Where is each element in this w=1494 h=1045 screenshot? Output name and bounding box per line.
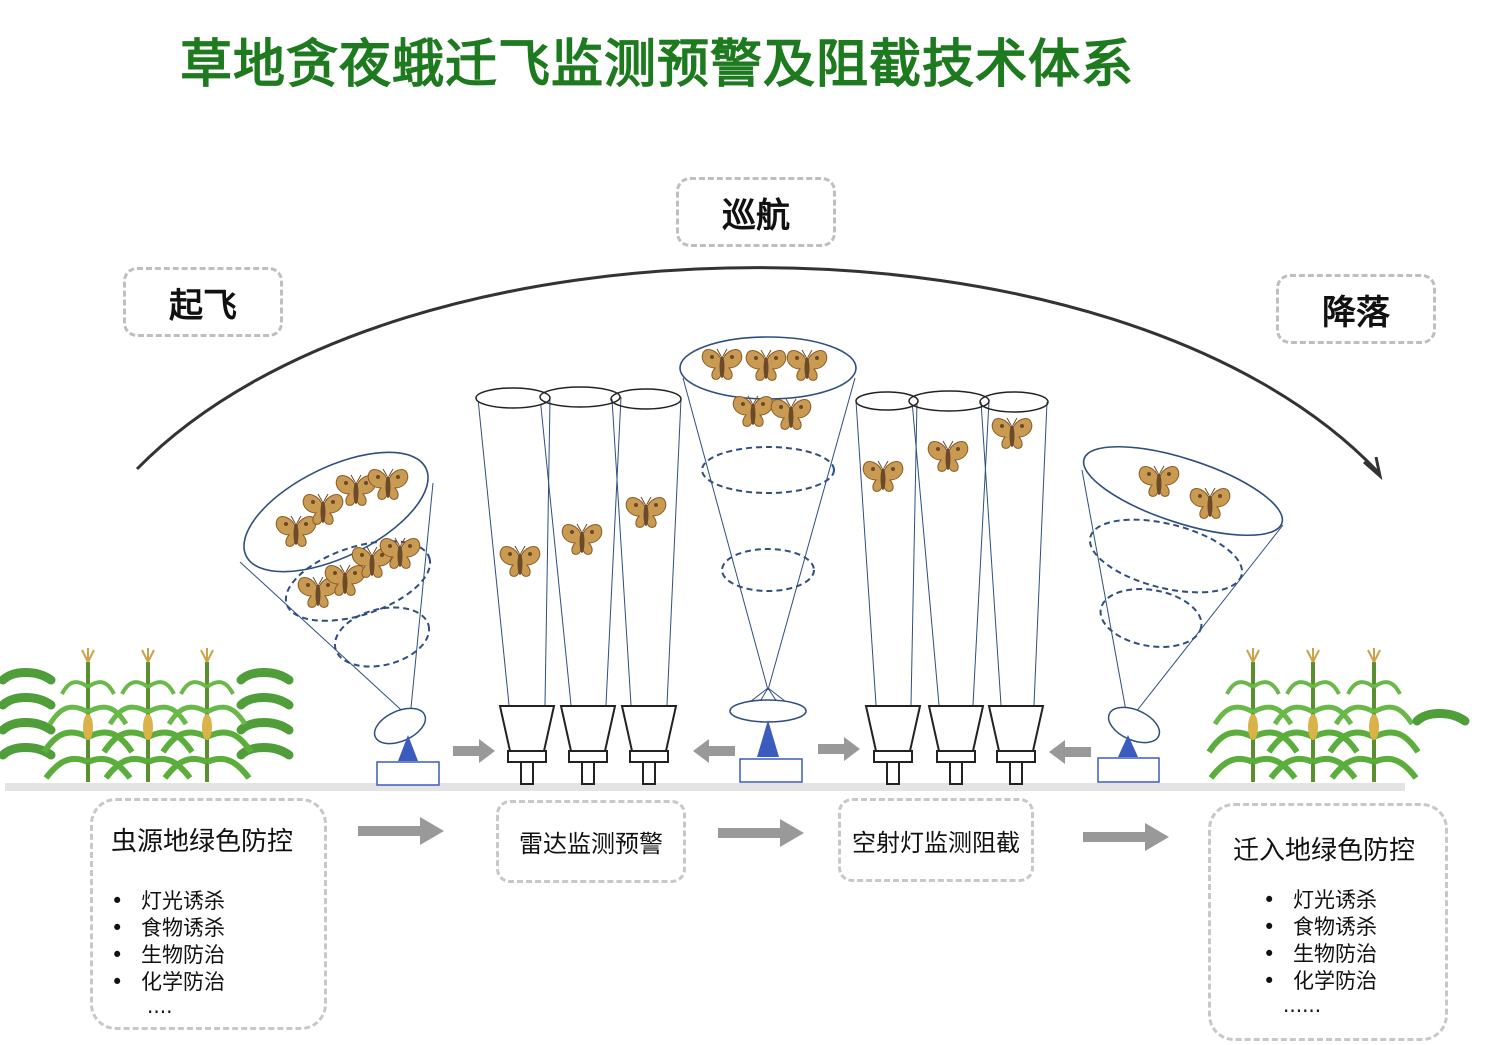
source-control-heading: 虫源地绿色防控: [111, 827, 294, 857]
source-control-list: 灯光诱杀 食物诱杀 生物防治 化学防治: [111, 888, 324, 996]
radar-warning-box: 雷达监测预警: [496, 800, 686, 883]
list-item: 食物诱杀: [1263, 914, 1445, 941]
source-control-more: ....: [147, 994, 173, 1018]
destination-control-heading: 迁入地绿色防控: [1233, 836, 1416, 866]
radar-right: [1081, 445, 1284, 783]
destination-control-more: ......: [1283, 993, 1322, 1017]
flow-arrow-big-2: [718, 819, 804, 847]
phase-landing: 降落: [1276, 274, 1436, 344]
flow-arrow-small-3: [818, 737, 860, 761]
list-item: 化学防治: [111, 969, 324, 996]
searchlight-interception-box: 空射灯监测阻截: [838, 798, 1034, 882]
ground-line: [5, 783, 1405, 791]
phase-takeoff: 起飞: [123, 267, 283, 337]
flow-arrow-small-4: [1049, 740, 1091, 764]
flow-arrow-small-1: [453, 739, 495, 763]
lamps-left: [475, 386, 682, 785]
source-crops: [3, 648, 289, 782]
list-item: 生物防治: [111, 942, 324, 969]
searchlight-interception-label: 空射灯监测阻截: [852, 828, 1020, 857]
radar-warning-label: 雷达监测预警: [519, 830, 663, 858]
destination-crops: [1209, 648, 1465, 782]
migration-arc: [135, 266, 1380, 474]
list-item: 食物诱杀: [111, 915, 324, 942]
list-item: 生物防治: [1263, 941, 1445, 968]
moths-lamps-right: [862, 417, 1033, 492]
destination-control-list: 灯光诱杀 食物诱杀 生物防治 化学防治: [1233, 887, 1445, 995]
list-item: 化学防治: [1263, 968, 1445, 995]
flow-arrow-big-3: [1083, 823, 1169, 851]
migration-arc-arrowhead: [1363, 456, 1383, 481]
phase-landing-label: 降落: [1322, 292, 1390, 333]
flow-arrow-small-2: [693, 739, 735, 763]
flow-arrow-big-1: [358, 817, 444, 845]
lamps-right: [855, 390, 1049, 785]
list-item: 灯光诱杀: [111, 888, 324, 915]
destination-control-box: 迁入地绿色防控 灯光诱杀 食物诱杀 生物防治 化学防治 ......: [1208, 803, 1448, 1041]
phase-cruise-label: 巡航: [722, 195, 790, 236]
page-title: 草地贪夜蛾迁飞监测预警及阻截技术体系: [180, 35, 1135, 95]
phase-cruise: 巡航: [676, 177, 836, 247]
source-control-box: 虫源地绿色防控 灯光诱杀 食物诱杀 生物防治 化学防治 ....: [90, 798, 327, 1030]
moths-lamps-left: [499, 496, 667, 577]
list-item: 灯光诱杀: [1263, 887, 1445, 914]
phase-takeoff-label: 起飞: [169, 285, 237, 326]
